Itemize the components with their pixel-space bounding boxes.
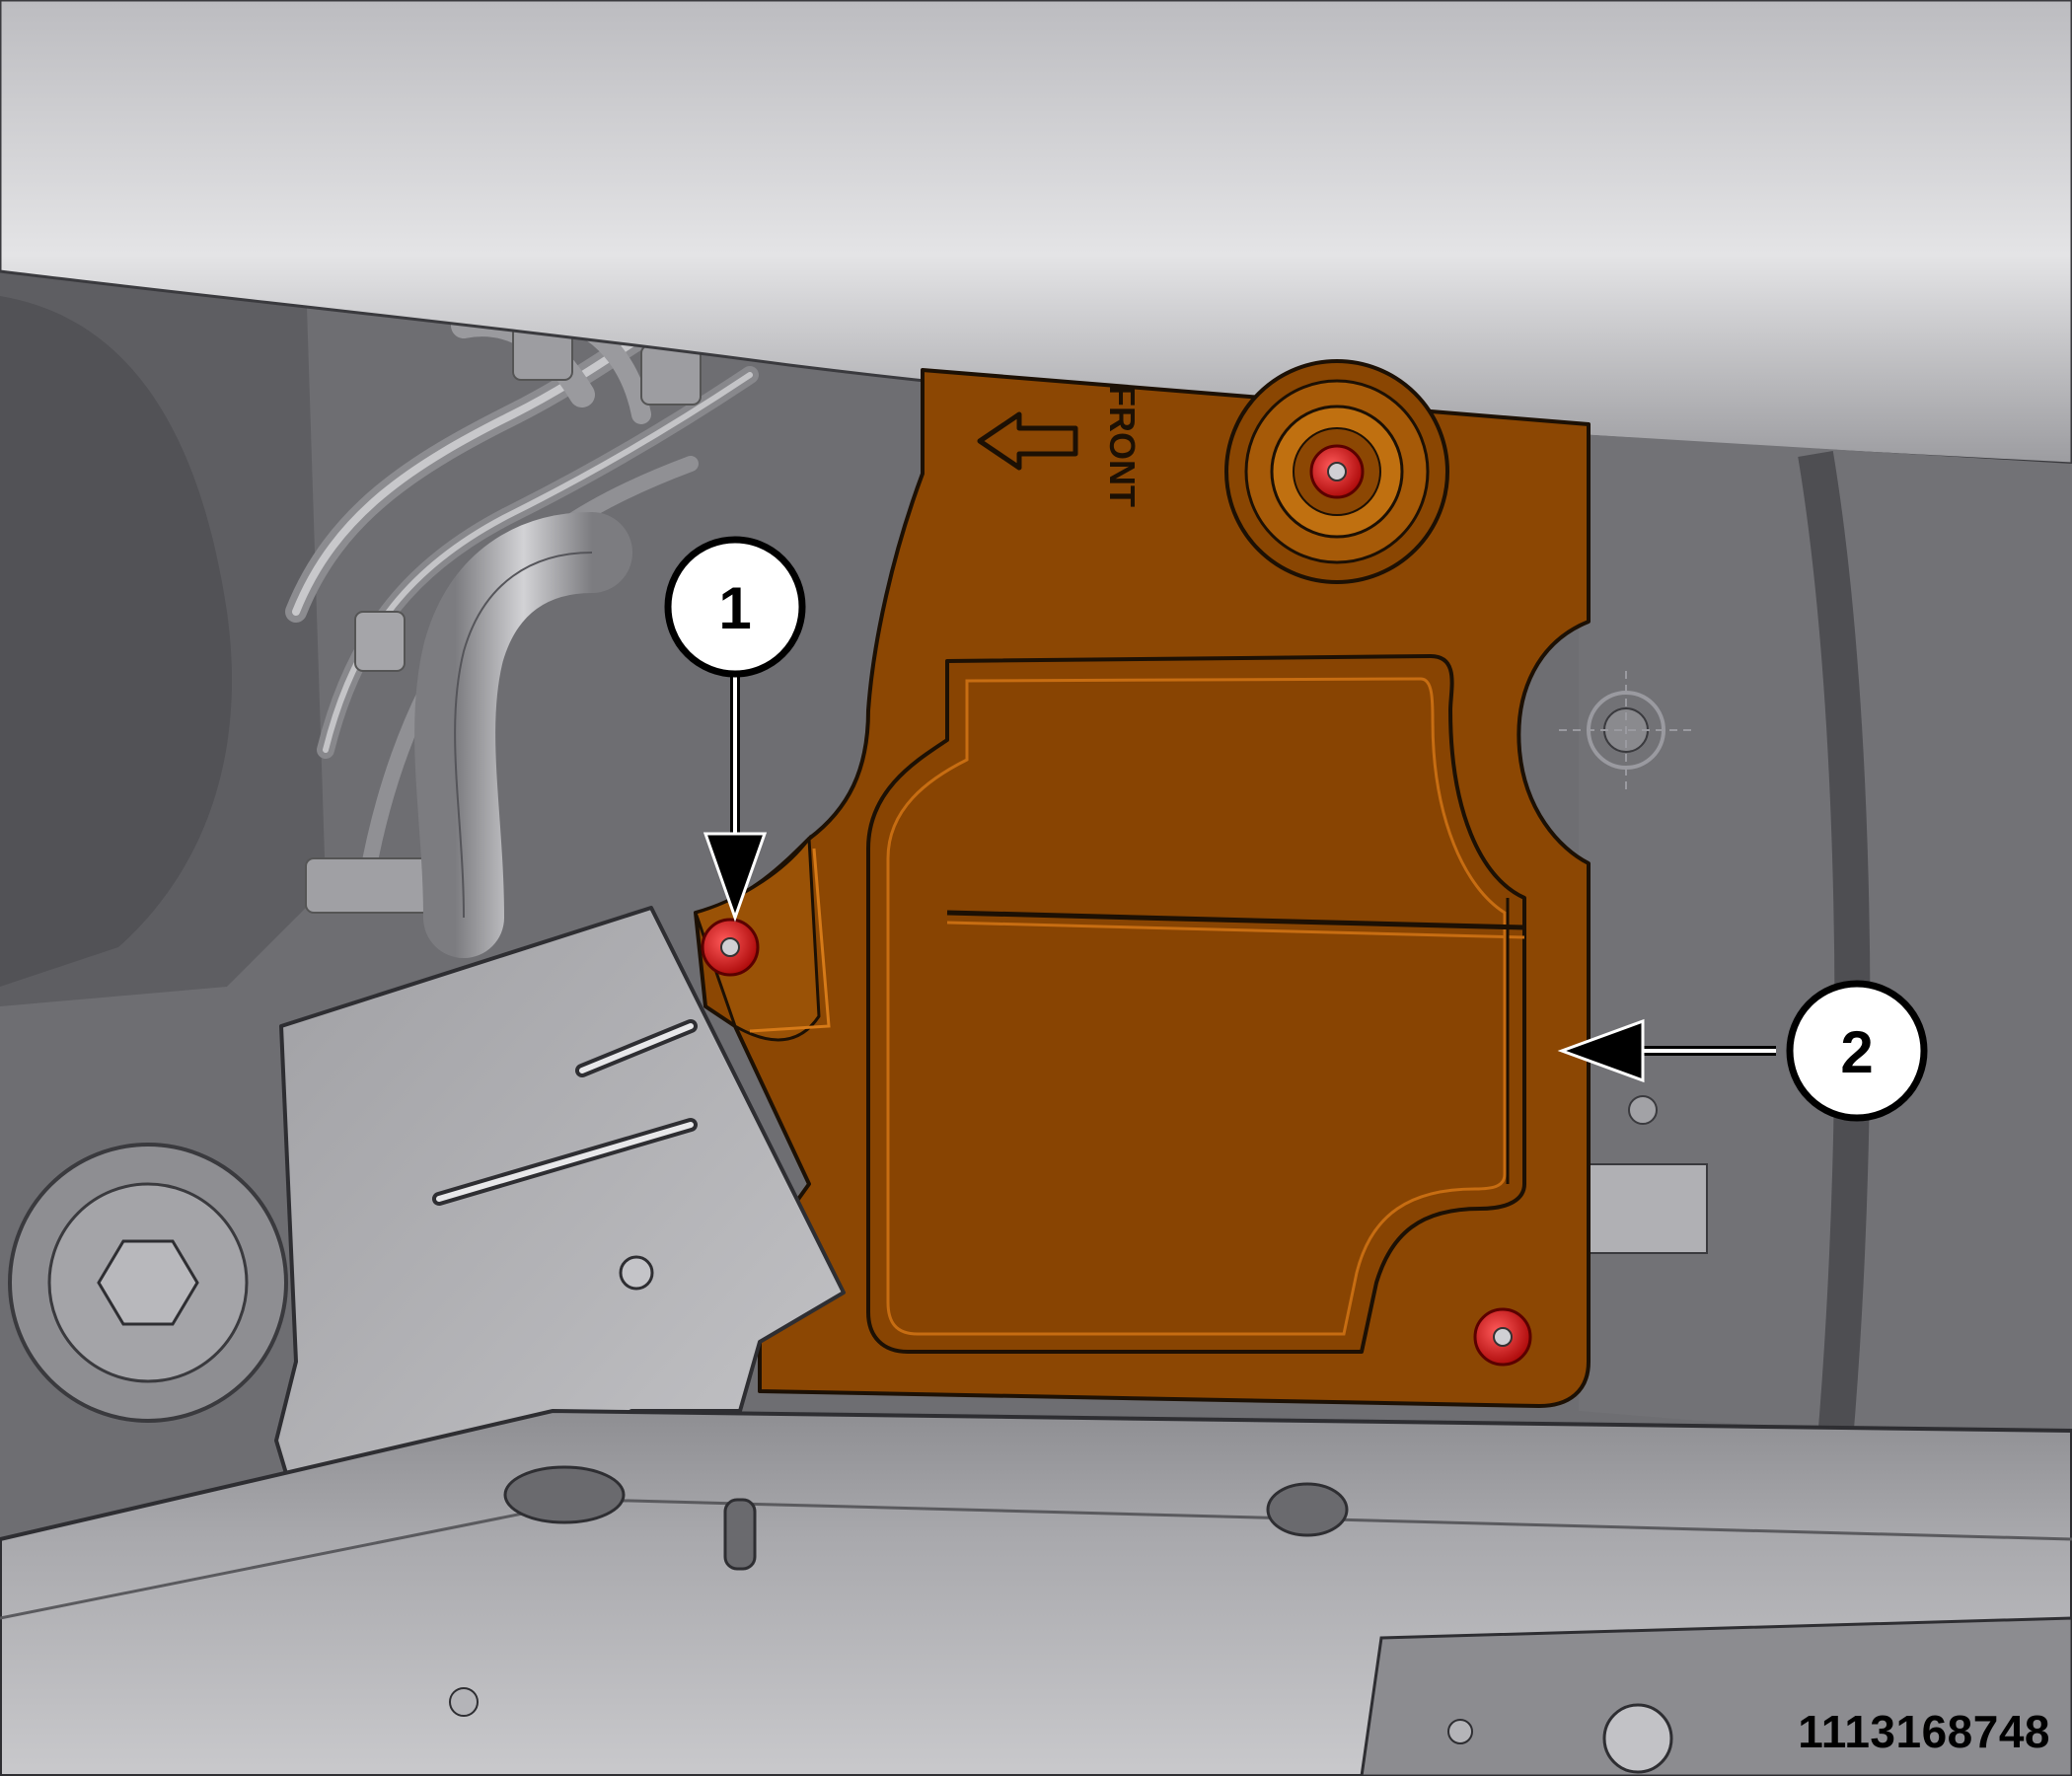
frame-hole-2	[1266, 1482, 1349, 1537]
heat-shield: FRONT	[694, 359, 1591, 1408]
fastener-lower-right	[1473, 1307, 1532, 1367]
callout-2-circle	[1786, 980, 1928, 1122]
front-direction-arrow	[977, 411, 1078, 471]
callout-2: 2	[1557, 980, 1928, 1122]
right-body-panel	[1559, 434, 2072, 1450]
fastener-callout-1	[701, 918, 760, 977]
fastener-upper	[1309, 444, 1365, 499]
callout-2-number: 2	[1840, 1019, 1873, 1085]
heat-shield-emboss	[866, 654, 1526, 1354]
frame-slot	[723, 1498, 757, 1571]
callout-1: 1	[664, 536, 806, 923]
callout-1-arrowhead	[703, 832, 768, 923]
crossmember	[1360, 1616, 2072, 1776]
figure-id: 1113168748	[1798, 1706, 2050, 1757]
wheel-liner	[0, 296, 233, 987]
callout-1-number: 1	[718, 575, 751, 641]
callout-1-circle	[664, 536, 806, 678]
bracket-bolt	[619, 1255, 654, 1291]
callout-2-arrowhead	[1557, 1018, 1645, 1083]
frame-hole-1	[503, 1465, 626, 1524]
engine-mount	[8, 1143, 288, 1423]
shield-front-label: FRONT	[1102, 385, 1143, 507]
